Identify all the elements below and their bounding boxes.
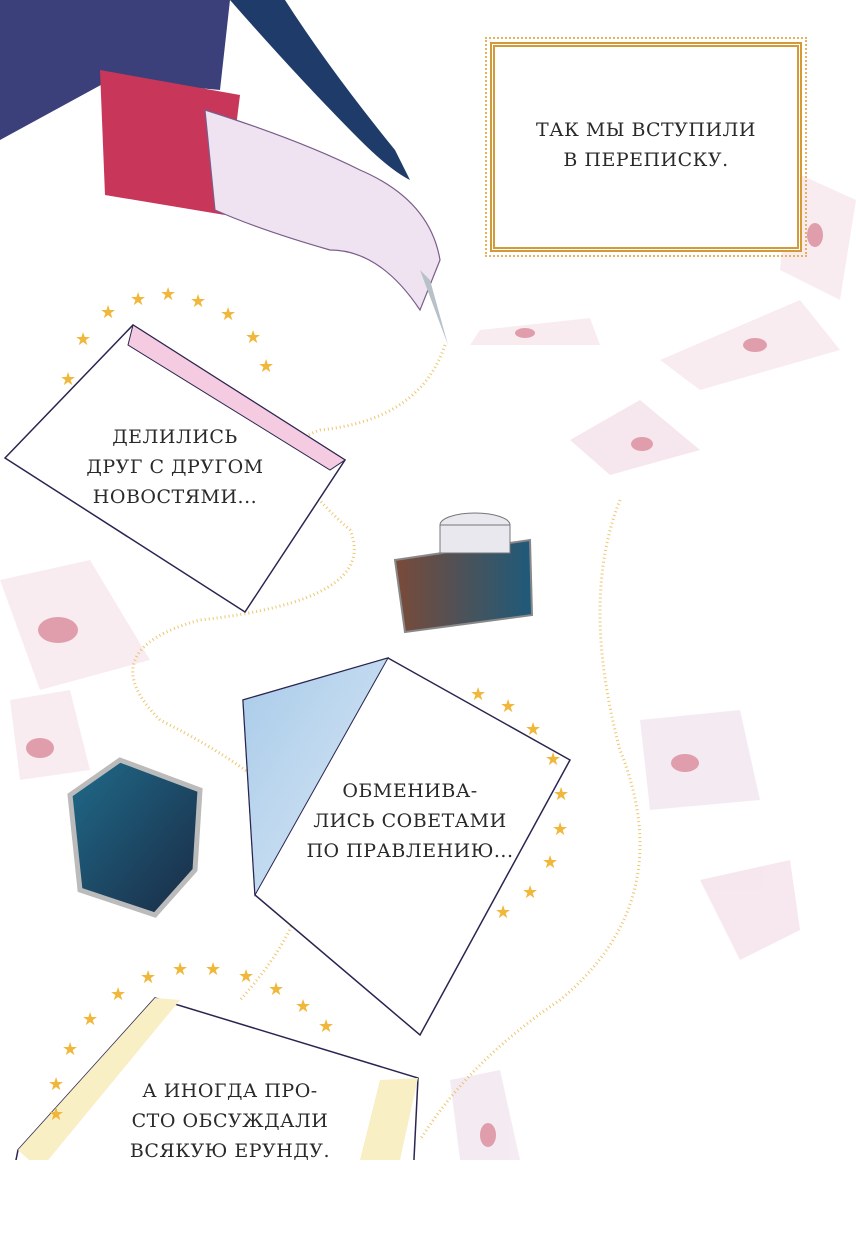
svg-text:★: ★ bbox=[75, 329, 91, 350]
letter-top bbox=[3, 324, 347, 614]
caption-2: ДЕЛИЛИСЬ ДРУГ С ДРУГОМ НОВОСТЯМИ... bbox=[75, 422, 275, 512]
svg-text:★: ★ bbox=[500, 696, 516, 717]
letter-middle bbox=[242, 657, 572, 1037]
svg-text:★: ★ bbox=[140, 967, 156, 988]
svg-text:★: ★ bbox=[48, 1074, 64, 1095]
caption-line: В ПЕРЕПИСКУ. bbox=[563, 149, 729, 171]
svg-text:★: ★ bbox=[130, 289, 146, 310]
svg-text:★: ★ bbox=[82, 1009, 98, 1030]
caption-line: ДРУГ С ДРУГОМ bbox=[86, 456, 264, 478]
hand-with-quill bbox=[0, 0, 448, 345]
caption-line: ПО ПРАВЛЕНИЮ... bbox=[306, 840, 514, 862]
caption-4: А ИНОГДА ПРО- СТО ОБСУЖДАЛИ ВСЯКУЮ ЕРУНД… bbox=[115, 1076, 345, 1166]
svg-text:★: ★ bbox=[190, 291, 206, 312]
svg-text:★: ★ bbox=[238, 966, 254, 987]
ink-bottle-hexagon bbox=[67, 757, 203, 918]
ink-bottle bbox=[393, 512, 534, 634]
caption-1: ТАК МЫ ВСТУПИЛИ В ПЕРЕПИСКУ. bbox=[500, 115, 792, 175]
svg-text:★: ★ bbox=[62, 1039, 78, 1060]
svg-text:★: ★ bbox=[295, 996, 311, 1017]
star-wreath: ★★★★★★★★★ ★★★★★★★★★ ★★★★★★★★★★★★ bbox=[48, 284, 569, 1125]
caption-line: ВСЯКУЮ ЕРУНДУ. bbox=[129, 1140, 331, 1162]
floating-envelopes bbox=[0, 170, 856, 1160]
svg-text:★: ★ bbox=[245, 327, 261, 348]
caption-frame-ornate bbox=[485, 37, 807, 257]
svg-text:★: ★ bbox=[258, 356, 274, 377]
svg-text:★: ★ bbox=[545, 749, 561, 770]
caption-line: ДЕЛИЛИСЬ bbox=[112, 426, 238, 448]
svg-text:★: ★ bbox=[160, 284, 176, 305]
svg-text:★: ★ bbox=[205, 959, 221, 980]
caption-line: ОБМЕНИВА- bbox=[342, 780, 478, 802]
caption-3: ОБМЕНИВА- ЛИСЬ СОВЕТАМИ ПО ПРАВЛЕНИЮ... bbox=[305, 776, 515, 866]
svg-text:★: ★ bbox=[110, 984, 126, 1005]
svg-text:★: ★ bbox=[522, 882, 538, 903]
svg-text:★: ★ bbox=[268, 979, 284, 1000]
caption-line: ТАК МЫ ВСТУПИЛИ bbox=[536, 119, 756, 141]
svg-text:★: ★ bbox=[542, 852, 558, 873]
svg-text:★: ★ bbox=[220, 304, 236, 325]
sparkle-trail bbox=[131, 344, 642, 1141]
svg-text:★: ★ bbox=[552, 819, 568, 840]
caption-line: А ИНОГДА ПРО- bbox=[142, 1080, 318, 1102]
svg-text:★: ★ bbox=[318, 1016, 334, 1037]
svg-text:★: ★ bbox=[470, 684, 486, 705]
svg-text:★: ★ bbox=[60, 369, 76, 390]
svg-text:★: ★ bbox=[48, 1104, 64, 1125]
svg-text:★: ★ bbox=[525, 719, 541, 740]
svg-text:★: ★ bbox=[495, 902, 511, 923]
panel-cutoff bbox=[0, 1160, 520, 1240]
caption-line: ЛИСЬ СОВЕТАМИ bbox=[313, 810, 507, 832]
caption-line: СТО ОБСУЖДАЛИ bbox=[131, 1110, 329, 1132]
svg-text:★: ★ bbox=[100, 302, 116, 323]
caption-line: НОВОСТЯМИ... bbox=[92, 486, 258, 508]
svg-text:★: ★ bbox=[553, 784, 569, 805]
svg-text:★: ★ bbox=[172, 959, 188, 980]
